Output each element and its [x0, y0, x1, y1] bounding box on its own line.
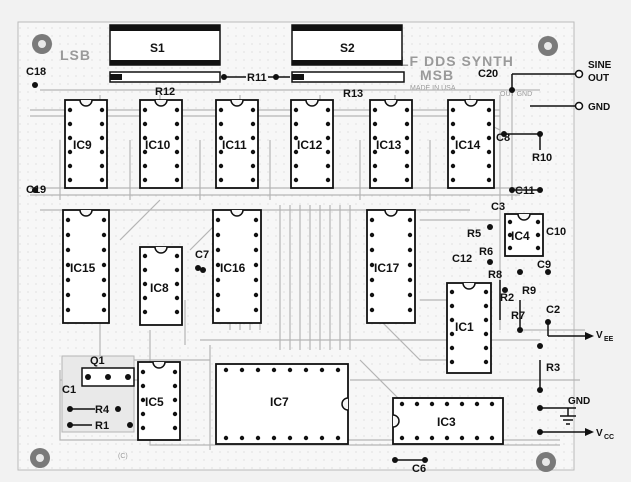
ic-pins — [65, 107, 541, 441]
c19-label: C19 — [26, 184, 46, 196]
vcc-sub-label: CC — [604, 434, 614, 441]
ic17-body — [366, 209, 416, 324]
c7-label: C7 — [195, 249, 209, 261]
external-terminals — [574, 69, 584, 111]
c10-label: C10 — [546, 226, 566, 238]
ic4-label: IC4 — [511, 229, 530, 243]
vee-label: V — [596, 330, 603, 341]
c12-label: C12 — [452, 253, 472, 265]
ground-symbol — [560, 407, 576, 425]
vcc-label: V — [596, 428, 603, 439]
c9-label: C9 — [537, 259, 551, 271]
ic5-label: IC5 — [145, 395, 164, 409]
output-arrows — [585, 332, 594, 436]
resistor-pack-r13 — [291, 71, 405, 83]
s2-label: S2 — [340, 41, 355, 55]
ic1-body — [446, 282, 492, 374]
c18-label: C18 — [26, 66, 46, 78]
ic9-label: IC9 — [73, 138, 92, 152]
r9-label: R9 — [522, 285, 536, 297]
ic3-label: IC3 — [437, 415, 456, 429]
r4-label: R4 — [95, 404, 110, 416]
mounting-holes — [30, 34, 558, 472]
r6-label: R6 — [479, 246, 493, 258]
c3-label: C3 — [491, 201, 505, 213]
external-labels: SINE OUT GND V EE GND V CC — [568, 60, 614, 441]
c20-label: C20 — [478, 68, 498, 80]
component-pads — [32, 74, 551, 463]
c11-label: C11 — [515, 185, 535, 197]
dip-switch-s2: S2 — [291, 24, 403, 66]
c1-label: C1 — [62, 384, 76, 396]
ic11-label: IC11 — [222, 138, 247, 152]
r2-label: R2 — [500, 292, 514, 304]
ghost-lsb-text: LSB — [60, 47, 91, 63]
ghost-msb-text: MSB — [420, 67, 454, 83]
r12-label: R12 — [155, 86, 175, 98]
r3-label: R3 — [546, 362, 560, 374]
ic17-label: IC17 — [374, 261, 400, 275]
ic13-label: IC13 — [376, 138, 402, 152]
ic5-body — [137, 361, 181, 441]
dip-switch-s1: S1 — [109, 24, 221, 66]
ghost-copyright-text: (C) — [118, 453, 128, 460]
ic7-body — [215, 363, 349, 445]
vee-sub-label: EE — [604, 336, 614, 343]
ic12-label: IC12 — [297, 138, 323, 152]
ic16-label: IC16 — [220, 261, 246, 275]
resistor-pack-r12 — [109, 71, 221, 83]
r7-label: R7 — [511, 310, 525, 322]
ic15-label: IC15 — [70, 261, 96, 275]
r5-label: R5 — [467, 228, 481, 240]
gnd-bottom-label: GND — [568, 396, 590, 407]
ic7-label: IC7 — [270, 395, 289, 409]
ic15-body — [62, 209, 110, 324]
ic14-body — [447, 99, 495, 189]
ghost-title-text: LF DDS SYNTH — [400, 53, 514, 69]
r1-label: R1 — [95, 420, 109, 432]
ic1-label: IC1 — [455, 320, 474, 334]
c8-label: C8 — [496, 132, 510, 144]
r8-label: R8 — [488, 269, 502, 281]
gnd-top-label: GND — [588, 102, 610, 113]
ic16-body — [212, 209, 262, 324]
c2-label: C2 — [546, 304, 560, 316]
component-leads — [224, 73, 585, 461]
s1-label: S1 — [150, 41, 165, 55]
ghost-madein-text: MADE IN USA — [410, 85, 456, 92]
ic10-label: IC10 — [145, 138, 171, 152]
out-label: OUT — [588, 73, 609, 84]
ic14-label: IC14 — [455, 138, 481, 152]
ic-notches — [79, 99, 531, 428]
r13-label: R13 — [343, 88, 363, 100]
sine-label: SINE — [588, 60, 612, 71]
transistor-pad-area — [61, 355, 135, 433]
r11-label: R11 — [247, 72, 267, 84]
ghost-outgnd-text: OUT GND — [500, 91, 532, 98]
ic9-body — [64, 99, 108, 189]
r10-label: R10 — [532, 152, 552, 164]
component-labels: C18 C19 C20 R11 R12 R13 C8 R10 C11 C3 R5… — [26, 66, 566, 475]
q1-label: Q1 — [90, 355, 105, 367]
c6-label: C6 — [412, 463, 426, 475]
ic8-label: IC8 — [150, 281, 169, 295]
